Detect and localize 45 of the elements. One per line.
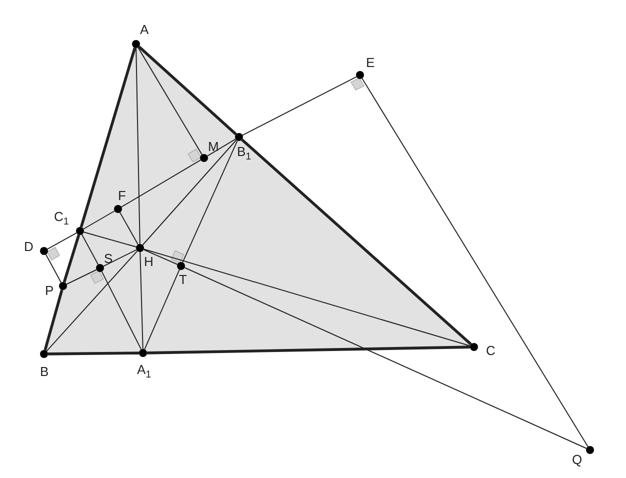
point-label: F xyxy=(118,188,126,203)
line-segment xyxy=(47,232,77,250)
point-label: H xyxy=(144,254,154,269)
point-label: C$_{1}$ xyxy=(54,209,69,230)
line-segment xyxy=(146,346,470,354)
line-segment xyxy=(138,46,202,156)
line-segment xyxy=(48,352,140,356)
line-segment xyxy=(80,47,136,228)
point-label: A xyxy=(140,22,149,37)
line-segment xyxy=(206,138,236,156)
line-segment xyxy=(182,140,238,263)
line-segment xyxy=(142,139,237,246)
line-segment xyxy=(143,249,178,265)
line-segment xyxy=(119,212,139,246)
point-label: C xyxy=(486,343,496,358)
line-segment xyxy=(120,160,202,208)
point-label: D xyxy=(24,239,34,254)
point-label: S xyxy=(104,251,113,266)
line-segment xyxy=(45,254,62,283)
line-segment xyxy=(62,234,80,283)
line-segment xyxy=(144,269,180,350)
point-label: Q xyxy=(572,452,582,467)
line-segment xyxy=(44,289,64,351)
point-label: B xyxy=(40,364,49,379)
line-segment xyxy=(138,46,237,136)
line-segment xyxy=(81,234,99,265)
line-segment xyxy=(83,232,137,248)
line-segment xyxy=(101,271,142,350)
point-label: M xyxy=(208,139,219,154)
line-segment xyxy=(184,267,587,449)
line-segment xyxy=(140,252,144,350)
line-segment xyxy=(362,78,588,448)
line-segment xyxy=(66,269,97,285)
point-label: T xyxy=(179,272,187,287)
line-segment xyxy=(241,138,472,346)
line-segment xyxy=(82,210,116,230)
point-label: A$_{1}$ xyxy=(137,362,152,383)
point-label: P xyxy=(45,283,54,298)
line-segment xyxy=(103,249,137,267)
line-segment xyxy=(136,48,140,244)
line-segment xyxy=(242,76,357,136)
point-label: B$_{1}$ xyxy=(237,144,252,165)
point-label: E xyxy=(366,55,375,70)
line-segment xyxy=(46,250,138,352)
line-segment xyxy=(143,248,471,346)
